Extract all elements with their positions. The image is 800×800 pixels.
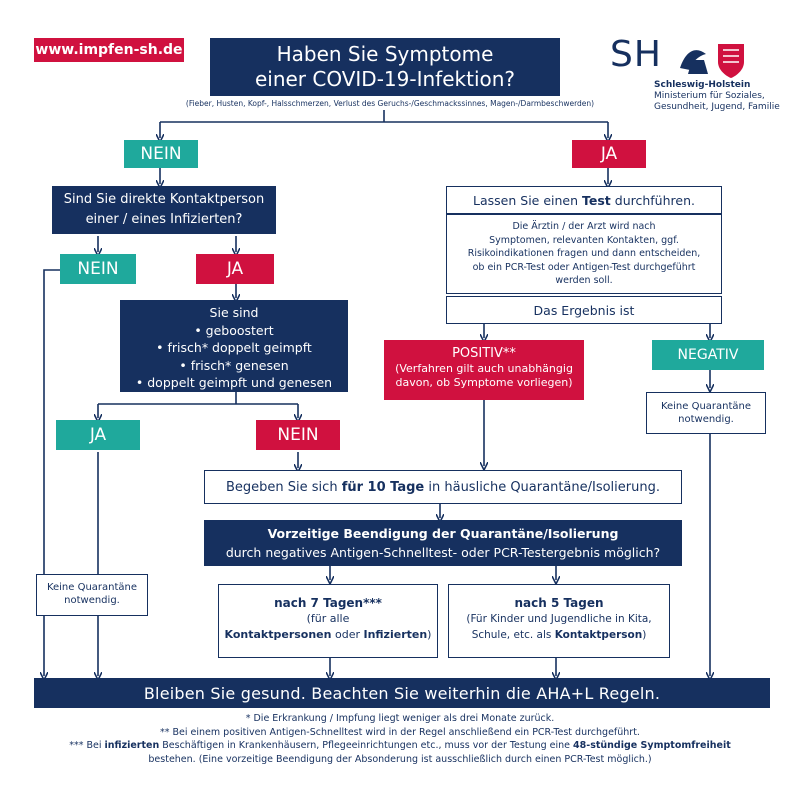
- no-quarantine-left-line-2: notwendig.: [64, 595, 120, 606]
- five-days-end: ): [642, 629, 647, 641]
- footnotes: * Die Erkrankung / Impfung liegt weniger…: [20, 712, 780, 766]
- footnote-3-bold-1: infizierten: [104, 740, 160, 751]
- status-item: • geboostert: [194, 322, 274, 338]
- five-days-box: nach 5 Tagen (Für Kinder und Jugendliche…: [448, 584, 670, 658]
- vaccination-status-box: Sie sind • geboostert • frisch* doppelt …: [120, 300, 348, 392]
- quarantine-box: Begeben Sie sich für 10 Tage in häuslich…: [204, 470, 682, 504]
- doctor-line: werden soll.: [555, 275, 613, 286]
- logo-sh-mark: SH: [610, 34, 662, 75]
- result-box: Das Ergebnis ist: [446, 296, 722, 324]
- doctor-decision-box: Die Ärztin / der Arzt wird nach Symptome…: [446, 214, 722, 294]
- no-quarantine-left-box: Keine Quarantäne notwendig.: [36, 574, 148, 616]
- quarantine-pre: Begeben Sie sich: [226, 479, 342, 495]
- symptoms-note: (Fieber, Husten, Kopf-, Halsschmerzen, V…: [185, 99, 595, 108]
- doctor-line: ob ein PCR-Test oder Antigen-Test durchg…: [472, 261, 696, 273]
- ministry-logo: SH Schleswig-Holstein Ministerium für So…: [610, 34, 790, 116]
- no-contact-label: NEIN: [60, 254, 136, 284]
- positive-line-2: davon, ob Symptome vorliegen): [395, 376, 573, 389]
- no-symptoms-label: NEIN: [124, 140, 198, 168]
- early-end-box: Vorzeitige Beendigung der Quarantäne/Iso…: [204, 520, 682, 566]
- positive-title: POSITIV**: [452, 346, 516, 361]
- test-box: Lassen Sie einen Test durchführen.: [446, 186, 722, 214]
- footnote-3-mid: Beschäftigen in Krankenhäusern, Pflegeei…: [159, 740, 574, 751]
- yes-contact-label: JA: [196, 254, 274, 284]
- quarantine-bold: für 10 Tage: [341, 479, 425, 495]
- logo-line-2: Ministerium für Soziales,: [654, 91, 765, 101]
- seven-days-line-1: (für alle: [306, 612, 350, 625]
- coat-of-arms-icon: [680, 44, 744, 78]
- doctor-line: Symptomen, relevanten Kontakten, ggf.: [489, 234, 679, 246]
- status-item: • frisch* genesen: [179, 357, 289, 373]
- logo-line-3: Gesundheit, Jugend, Familie: [654, 102, 780, 112]
- five-days-title: nach 5 Tagen: [514, 596, 604, 610]
- positive-result-box: POSITIV** (Verfahren gilt auch unabhängi…: [384, 340, 584, 400]
- footnote-4: bestehen. (Eine vorzeitige Beendigung de…: [148, 753, 652, 765]
- seven-days-title: nach 7 Tagen***: [274, 596, 382, 610]
- status-item: • frisch* doppelt geimpft: [156, 340, 312, 355]
- footnote-1: * Die Erkrankung / Impfung liegt weniger…: [245, 713, 555, 724]
- seven-days-bold-1: Kontaktpersonen: [224, 628, 332, 641]
- test-box-post: durchführen.: [610, 192, 695, 208]
- early-end-line-1: Vorzeitige Beendigung der Quarantäne/Iso…: [267, 526, 619, 541]
- no-quarantine-left-line-1: Keine Quarantäne: [46, 582, 138, 593]
- seven-days-mid: oder: [331, 628, 364, 641]
- five-days-pre: Schule, etc. als: [471, 629, 555, 641]
- test-box-bold: Test: [582, 192, 611, 208]
- negative-result-label: NEGATIV: [652, 340, 764, 370]
- footnote-3-bold-2: 48-stündige Symptomfreiheit: [573, 740, 731, 751]
- footnote-3-pre: *** Bei: [69, 740, 105, 751]
- early-end-line-2: durch negatives Antigen-Schnelltest- ode…: [225, 545, 661, 560]
- five-days-bold: Kontaktperson: [554, 629, 643, 641]
- yes-symptoms-label: JA: [572, 140, 646, 168]
- contact-question-line-1: Sind Sie direkte Kontaktperson: [63, 192, 265, 207]
- no-quarantine-right-line-2: notwendig.: [678, 414, 734, 425]
- symptoms-question-box: Haben Sie Symptome einer COVID-19-Infekt…: [210, 38, 560, 96]
- contact-question-box: Sind Sie direkte Kontaktperson einer / e…: [52, 186, 276, 234]
- test-box-pre: Lassen Sie einen: [473, 192, 583, 208]
- no-quarantine-right-box: Keine Quarantäne notwendig.: [646, 392, 766, 434]
- quarantine-post: in häusliche Quarantäne/Isolierung.: [424, 479, 660, 495]
- status-title: Sie sind: [209, 305, 259, 320]
- doctor-line: Die Ärztin / der Arzt wird nach: [512, 221, 656, 232]
- footnote-2: ** Bei einem positiven Antigen-Schnellte…: [160, 726, 640, 738]
- symptoms-question-line-1: Haben Sie Symptome: [276, 42, 494, 66]
- doctor-line: Risikoindikationen fragen und dann entsc…: [467, 248, 701, 259]
- seven-days-bold-2: Infizierten: [363, 628, 428, 641]
- logo-line-1: Schleswig-Holstein: [654, 80, 751, 90]
- status-item: • doppelt geimpft und genesen: [135, 375, 333, 390]
- five-days-line-1: (Für Kinder und Jugendliche in Kita,: [466, 613, 652, 625]
- status-yes-label: JA: [56, 420, 140, 450]
- website-badge[interactable]: www.impfen-sh.de: [34, 38, 184, 62]
- seven-days-end: ): [427, 628, 432, 641]
- no-quarantine-right-line-1: Keine Quarantäne: [660, 401, 752, 412]
- final-banner: Bleiben Sie gesund. Beachten Sie weiterh…: [34, 678, 770, 708]
- seven-days-box: nach 7 Tagen*** (für alle Kontaktpersone…: [218, 584, 438, 658]
- positive-line-1: (Verfahren gilt auch unabhängig: [395, 362, 573, 375]
- contact-question-line-2: einer / eines Infizierten?: [85, 212, 243, 227]
- status-no-label: NEIN: [256, 420, 340, 450]
- symptoms-question-line-2: einer COVID-19-Infektion?: [254, 67, 516, 91]
